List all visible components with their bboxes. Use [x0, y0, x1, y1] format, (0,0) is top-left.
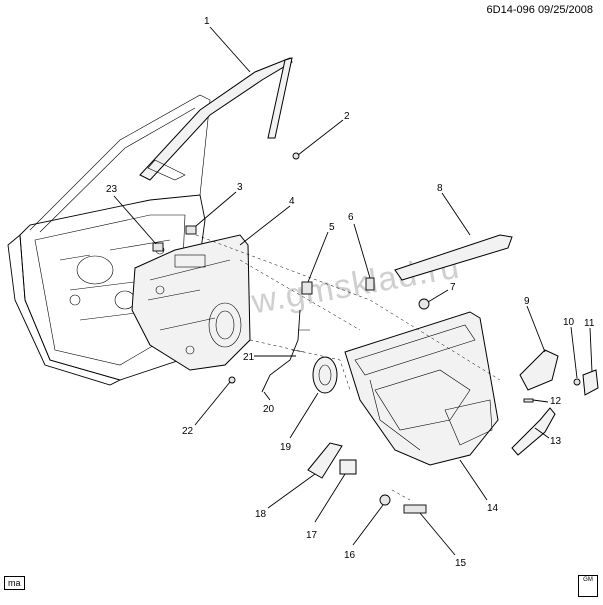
callout-9: 9 — [524, 296, 530, 307]
part-screw-10 — [573, 378, 581, 386]
part-door-trim-panel — [344, 311, 499, 466]
callout-23: 23 — [106, 184, 118, 195]
part-speaker-19 — [312, 356, 338, 394]
part-trim-strip-8 — [394, 234, 513, 281]
gm-stamp: GM — [578, 575, 598, 597]
part-6 — [365, 277, 375, 291]
callout-22: 22 — [182, 426, 194, 437]
callout-11: 11 — [584, 318, 595, 329]
part-clip-3 — [185, 225, 197, 235]
callout-13: 13 — [550, 436, 562, 447]
part-switch-bezel-18 — [307, 442, 343, 479]
part-7 — [418, 298, 430, 310]
callout-17: 17 — [306, 530, 318, 541]
part-pull-13 — [511, 407, 556, 456]
callout-16: 16 — [344, 550, 356, 561]
doc-date: 09/25/2008 — [537, 4, 593, 16]
callout-18: 18 — [255, 509, 267, 520]
callout-6: 6 — [348, 212, 354, 223]
part-harness-20 — [261, 309, 301, 393]
callout-7: 7 — [450, 282, 456, 293]
callout-12: 12 — [550, 396, 562, 407]
part-door-carrier — [131, 234, 251, 371]
callout-1: 1 — [204, 16, 210, 27]
callout-21: 21 — [243, 352, 255, 363]
callout-15: 15 — [455, 558, 467, 569]
part-handle-9 — [519, 349, 559, 391]
callout-5: 5 — [329, 222, 335, 233]
callout-10: 10 — [563, 317, 575, 328]
doc-ref: 6D14-096 — [486, 4, 535, 16]
part-screw-22 — [228, 376, 236, 384]
callout-2: 2 — [344, 111, 350, 122]
part-cap-11 — [582, 369, 599, 396]
callout-4: 4 — [289, 196, 295, 207]
part-screw-12 — [523, 398, 534, 403]
callout-8: 8 — [437, 183, 443, 194]
callout-3: 3 — [237, 182, 243, 193]
leader-lines — [113, 26, 593, 556]
footer-mark: ma — [4, 576, 25, 590]
callout-20: 20 — [263, 404, 275, 415]
part-switch-17 — [339, 459, 357, 475]
part-screw-2 — [292, 152, 300, 160]
part-plug-16 — [379, 494, 391, 506]
part-window-molding — [139, 57, 293, 181]
part-bracket-15 — [403, 504, 427, 514]
header: 6D14-096 09/25/2008 — [487, 4, 593, 16]
callout-19: 19 — [280, 442, 292, 453]
part-5 — [301, 281, 313, 295]
callout-14: 14 — [487, 503, 499, 514]
part-clip-23 — [152, 242, 164, 252]
